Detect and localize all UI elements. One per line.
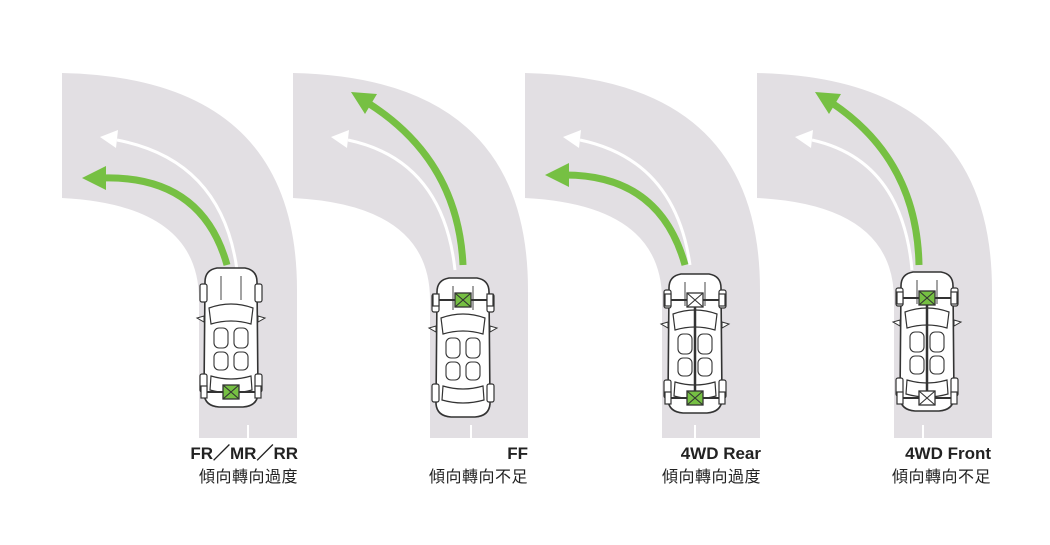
panel-4wd-rear: 4WD Rear 傾向轉向過度 xyxy=(525,0,787,545)
car-front-drive xyxy=(428,277,498,418)
oversteer-arrow xyxy=(82,166,231,266)
steer-tendency-label: 傾向轉向不足 xyxy=(891,467,991,486)
caption: 4WD Front 傾向轉向不足 xyxy=(757,443,991,489)
car-rear-drive xyxy=(196,267,266,408)
oversteer-arrow xyxy=(545,163,689,266)
drive-type-label: FF xyxy=(507,444,528,463)
caption: FR／MR／RR 傾向轉向過度 xyxy=(62,443,298,489)
panel-4wd-front: 4WD Front 傾向轉向不足 xyxy=(757,0,1019,545)
understeer-arrow xyxy=(815,92,923,266)
ideal-path-arrow xyxy=(331,130,457,271)
drive-type-label: 4WD Front xyxy=(905,444,991,463)
drive-type-label: 4WD Rear xyxy=(680,444,761,463)
panel-fr-mr-rr: FR／MR／RR 傾向轉向過度 xyxy=(62,0,324,545)
ideal-path-arrow xyxy=(100,130,239,271)
car-4wd-front-bias xyxy=(892,271,962,412)
steer-tendency-label: 傾向轉向過度 xyxy=(198,467,298,486)
caption: 4WD Rear 傾向轉向過度 xyxy=(525,443,761,489)
steer-tendency-label: 傾向轉向不足 xyxy=(428,467,528,486)
drive-type-label: FR／MR／RR xyxy=(190,444,298,463)
steer-tendency-label: 傾向轉向過度 xyxy=(661,467,761,486)
car-4wd-rear-bias xyxy=(660,273,730,414)
ideal-path-arrow xyxy=(795,130,914,271)
ideal-path-arrow xyxy=(563,130,692,266)
panel-ff: FF 傾向轉向不足 xyxy=(293,0,555,545)
caption: FF 傾向轉向不足 xyxy=(293,443,528,489)
understeer-arrow xyxy=(351,92,467,266)
road-curve xyxy=(293,73,528,438)
